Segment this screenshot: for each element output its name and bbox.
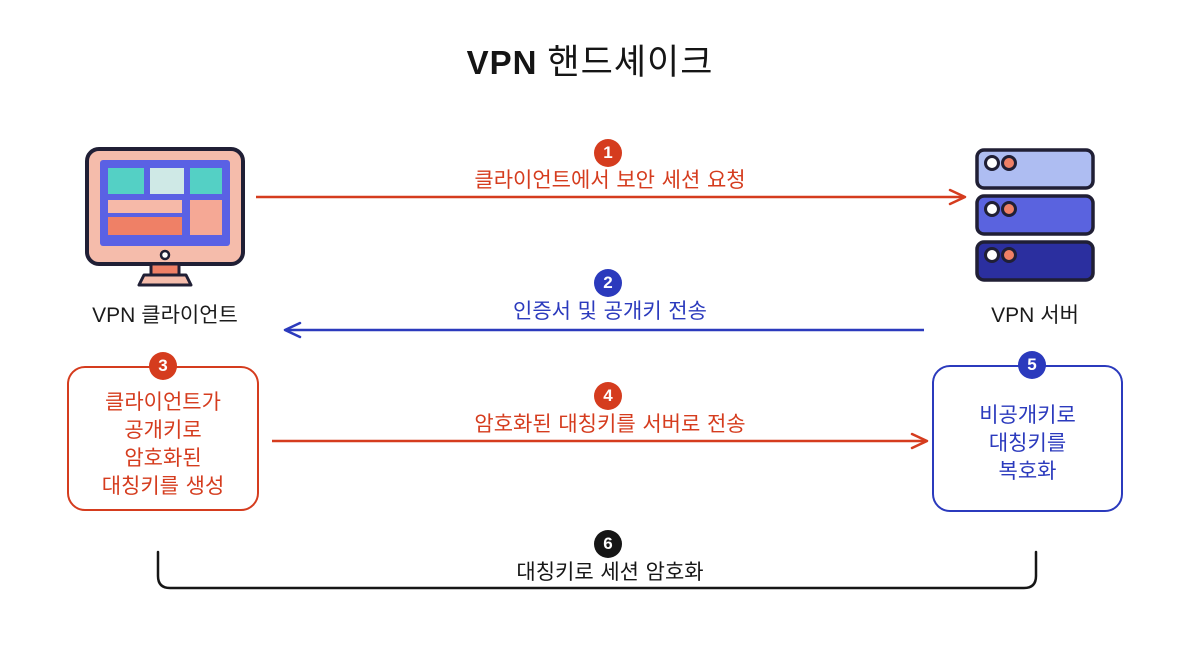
arrow-right-icon <box>272 432 929 450</box>
client-label-brand: VPN <box>92 304 136 327</box>
step-3-box: 클라이언트가 공개키로 암호화된 대칭키를 생성 <box>67 366 259 511</box>
server-label-brand: VPN <box>991 304 1035 327</box>
step-1-badge: 1 <box>594 139 622 167</box>
step-4-arrow <box>272 432 934 455</box>
step-5-number: 5 <box>1027 355 1037 374</box>
step-3-badge: 3 <box>149 352 177 380</box>
step-4-badge: 4 <box>594 382 622 410</box>
step-3-line-4: 대칭키를 생성 <box>101 473 225 498</box>
client-label-name: 클라이언트 <box>141 303 238 327</box>
step-2-label: 인증서 및 공개키 전송 <box>513 299 707 323</box>
step-3-line-1: 클라이언트가 <box>105 389 221 414</box>
monitor-icon <box>85 147 245 287</box>
bracket-icon <box>156 550 1038 590</box>
step-4-label: 암호화된 대칭키를 서버로 전송 <box>474 412 746 436</box>
title-brand: VPN <box>466 44 538 81</box>
step-2-arrow <box>278 321 926 344</box>
step-6-label: 대칭키로 세션 암호화 <box>516 560 704 584</box>
step-3-line-2: 공개키로 <box>124 417 202 442</box>
step-6-badge: 6 <box>594 530 622 558</box>
step-3-line-3: 암호화된 <box>124 445 202 470</box>
step-1-label: 클라이언트에서 보안 세션 요청 <box>474 168 746 192</box>
vpn-client-node <box>84 146 246 293</box>
step-5-badge: 5 <box>1018 351 1046 379</box>
step-6-number: 6 <box>603 534 613 553</box>
step-5-line-2: 대칭키를 <box>988 430 1067 455</box>
step-1-arrow <box>256 188 972 211</box>
step-3-number: 3 <box>158 356 168 375</box>
step-2-number: 2 <box>603 273 613 292</box>
title-text: 핸드셰이크 <box>547 43 714 83</box>
step-5-line-3: 복호화 <box>998 458 1057 483</box>
step-4-number: 4 <box>603 386 613 405</box>
server-label-name: 서버 <box>1040 303 1079 327</box>
step-2-badge: 2 <box>594 269 622 297</box>
step-5-line-1: 비공개키로 <box>979 402 1076 427</box>
arrow-right-icon <box>256 188 967 206</box>
arrow-left-icon <box>283 321 924 339</box>
step-1-number: 1 <box>603 143 613 162</box>
vpn-server-node <box>975 148 1097 293</box>
step-5-box: 비공개키로 대칭키를 복호화 <box>932 365 1123 512</box>
server-icon <box>975 148 1095 282</box>
step-6-bracket <box>152 548 1042 601</box>
